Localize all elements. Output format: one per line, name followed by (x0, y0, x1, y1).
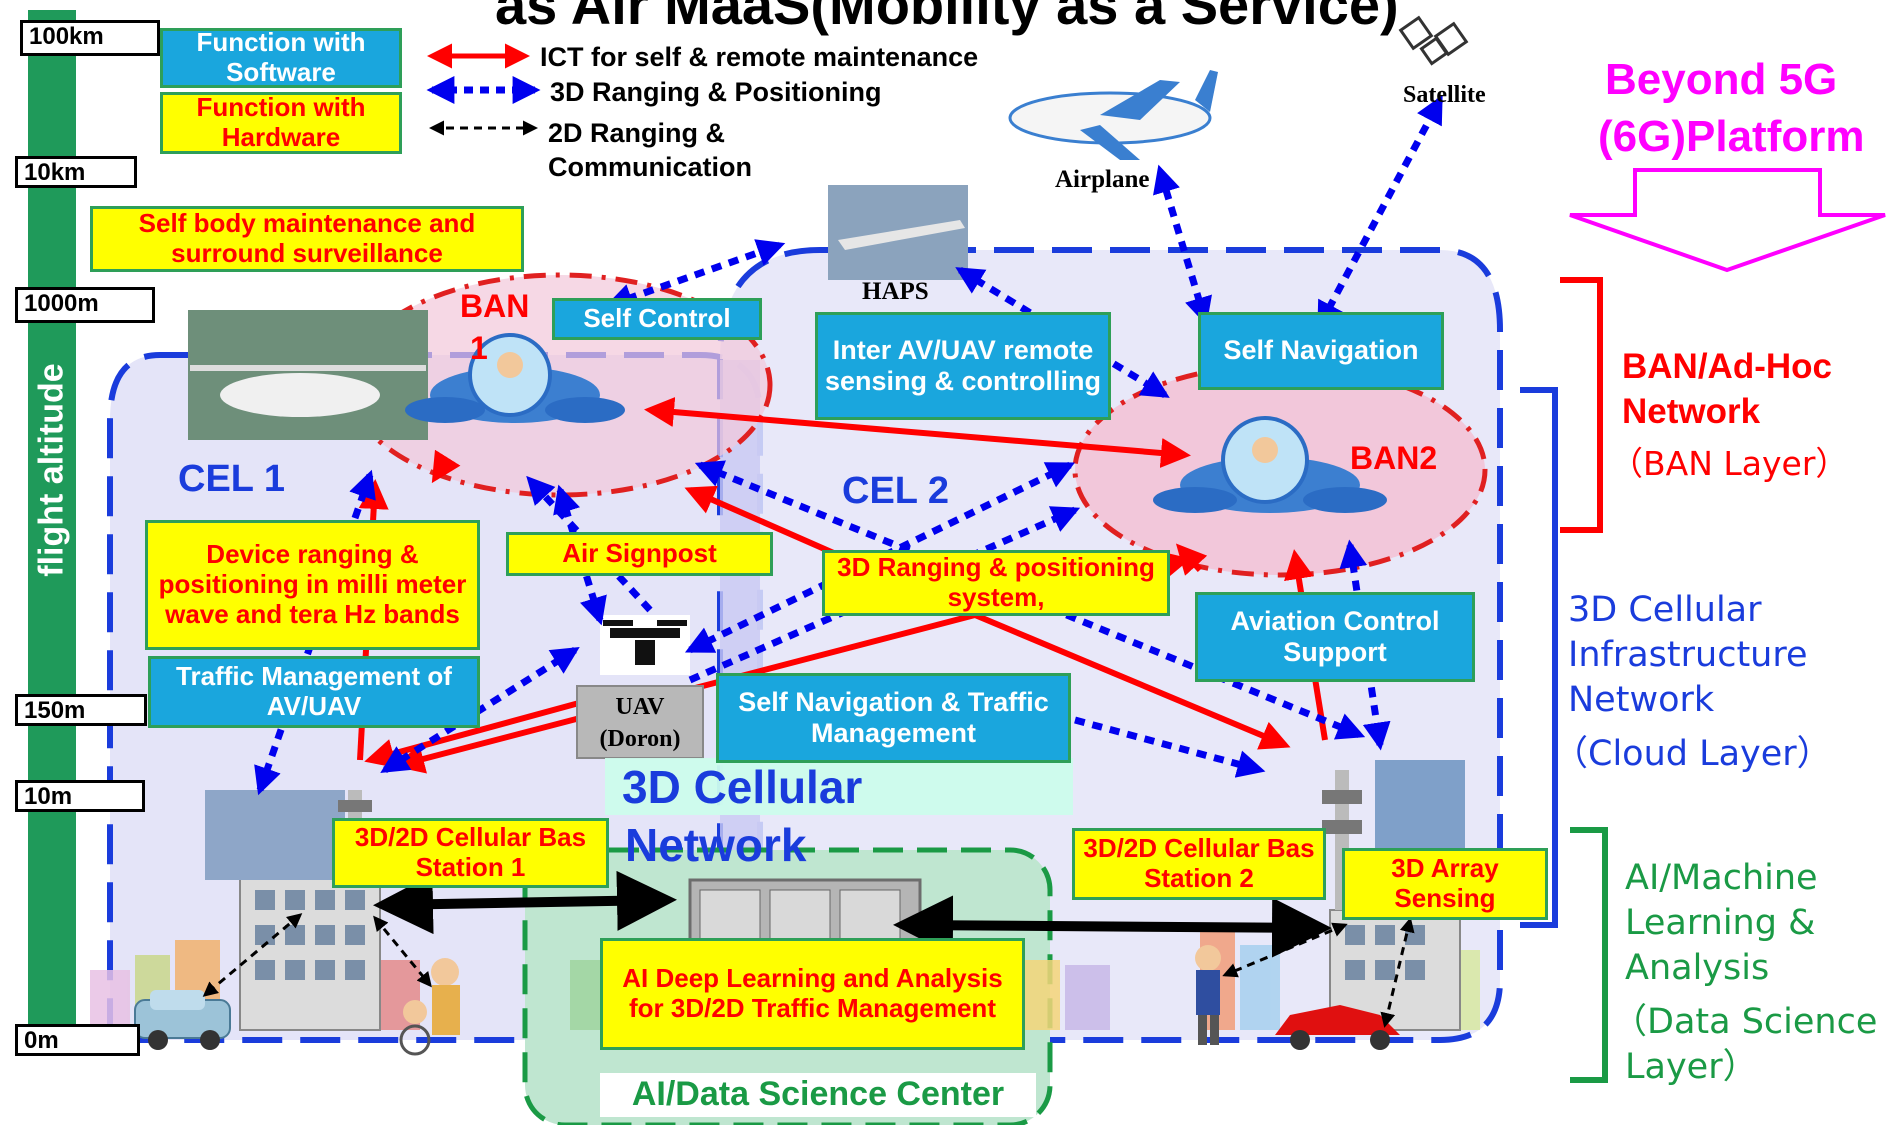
inter-av-label: Inter AV/UAV remote sensing & controllin… (815, 312, 1111, 420)
legend-red-label: ICT for self & remote maintenance (540, 42, 979, 72)
black-arrows (202, 870, 1415, 1028)
altitude-tick-100km: 100km (20, 20, 160, 56)
device-ranging-label: Device ranging & positioning in milli me… (145, 520, 480, 650)
black-bld-car (202, 913, 303, 997)
ai-layer-line5: Layer） (1625, 1047, 1758, 1087)
array-sensing-label: 3D Array Sensing (1342, 848, 1548, 920)
ban-layer-bracket (1560, 277, 1603, 533)
aviation-control-label: Aviation Control Support (1195, 592, 1475, 682)
ai-layer-line3: Analysis (1625, 948, 1770, 988)
ai-layer-line2: Learning & (1625, 903, 1816, 943)
uav-label-line1: UAV (615, 694, 665, 720)
blue-haps-ban2 (955, 267, 1170, 398)
black-bld-sportscar (1380, 917, 1415, 1028)
self-body-maintenance-label: Self body maintenance and surround surve… (90, 206, 524, 272)
ranging-system-label: 3D Ranging & positioning system, (822, 550, 1170, 616)
air-signpost-label: Air Signpost (506, 532, 773, 576)
haps-label: HAPS (862, 278, 929, 305)
ai-center-label: AI/Data Science Center (600, 1073, 1036, 1117)
ban1-label-line2: 1 (470, 330, 488, 366)
legend-black-label-text: 2D Ranging & Communication (548, 118, 753, 182)
cloud-layer-line1: 3D Cellular (1568, 590, 1762, 630)
blue-satellite (1316, 95, 1444, 330)
red-ban1-self (431, 449, 461, 484)
black-bs1-datacenter (373, 870, 677, 935)
page-title: as Air MaaS(Mobility as a Service) (495, 0, 1399, 36)
uav-label-line2: (Doron) (599, 726, 681, 752)
blue-ban1-ranging (694, 460, 1366, 740)
ban-layer-line3: （BAN Layer） (1610, 444, 1849, 483)
red-ban1-ban2 (644, 397, 1191, 468)
black-datacenter-bs2 (893, 895, 1332, 958)
ai-layer-line4: （Data Science (1612, 1002, 1878, 1042)
cloud-layer-line4: （Cloud Layer） (1553, 734, 1832, 774)
ai-layer-line1: AI/Machine (1625, 858, 1818, 898)
platform-title-line2: (6G)Platform (1598, 112, 1865, 161)
satellite-label: Satellite (1403, 82, 1486, 108)
legend-black-label: 2D Ranging & Communication (548, 116, 778, 184)
base-station-1-label: 3D/2D Cellular Bas Station 1 (332, 818, 609, 888)
ban2-label: BAN2 (1350, 440, 1438, 476)
altitude-tick-0m: 0m (15, 1024, 140, 1056)
ban1-label-line1: BAN (460, 288, 530, 324)
self-control-label: Self Control (552, 298, 762, 340)
altitude-tick-1000m: 1000m (15, 287, 155, 323)
cellular-network-box (605, 758, 1073, 815)
elderly-people (399, 958, 460, 1056)
blue-uav-ban1-up (526, 475, 653, 613)
person-phone (1195, 945, 1221, 1045)
car-left (134, 990, 231, 1050)
cloud-layer-line2: Infrastructure (1568, 635, 1808, 675)
self-nav-traffic-label: Self Navigation & Traffic Management (716, 673, 1071, 763)
airplane-shape (1008, 70, 1218, 160)
altitude-tick-150m: 150m (15, 694, 147, 726)
platform-title-line1: Beyond 5G (1605, 55, 1838, 104)
cellular-network-line2: Network (625, 819, 807, 871)
blue-bs1-uav (380, 647, 580, 773)
ban-layer-line2: Network (1622, 392, 1761, 431)
blue-airplane (1153, 164, 1212, 326)
cloud-layer-line3: Network (1568, 680, 1715, 720)
altitude-tick-10km: 10km (15, 156, 137, 188)
array-antenna-picture (1375, 760, 1465, 850)
blue-ban2-tower (1339, 539, 1391, 751)
blue-arrows (254, 95, 1444, 796)
base-station-2-label: 3D/2D Cellular Bas Station 2 (1072, 828, 1326, 900)
legend-hardware-box: Function with Hardware (160, 92, 402, 154)
cloud-layer-bracket (1520, 387, 1558, 928)
self-navigation-label: Self Navigation (1198, 312, 1444, 390)
altitude-tick-10m: 10m (15, 780, 145, 812)
airplane-label: Airplane (1055, 166, 1150, 193)
blue-haps-ban1 (604, 239, 786, 311)
altitude-axis-label: flight altitude (32, 363, 71, 577)
platform-arrow (1569, 168, 1886, 273)
blue-uav-ban1 (553, 484, 607, 626)
radar-picture (205, 790, 345, 880)
uav-label-box: UAV (Doron) (576, 685, 704, 759)
red-sportscar (1275, 1005, 1400, 1050)
black-bld-person (1222, 922, 1348, 978)
blue-selfnav-tower (1074, 716, 1266, 778)
drone-shape (600, 615, 690, 675)
cel1-label: CEL 1 (178, 458, 286, 500)
flying-car-ban1 (405, 333, 625, 423)
cellular-network-line1: 3D Cellular (622, 761, 863, 813)
satellite-shape (1398, 15, 1469, 66)
black-bld-people (373, 915, 432, 988)
ai-deep-learning-label: AI Deep Learning and Analysis for 3D/2D … (600, 938, 1025, 1050)
legend-software-box: Function with Software (160, 27, 402, 88)
traffic-management-label: Traffic Management of AV/UAV (148, 656, 480, 728)
legend-blue-label: 3D Ranging & Positioning (550, 77, 882, 107)
evtol-photo (188, 310, 428, 440)
ai-layer-bracket (1570, 827, 1608, 1083)
cel2-label: CEL 2 (842, 470, 950, 512)
ban-layer-line1: BAN/Ad-Hoc (1622, 347, 1832, 386)
building-left (239, 874, 381, 1031)
